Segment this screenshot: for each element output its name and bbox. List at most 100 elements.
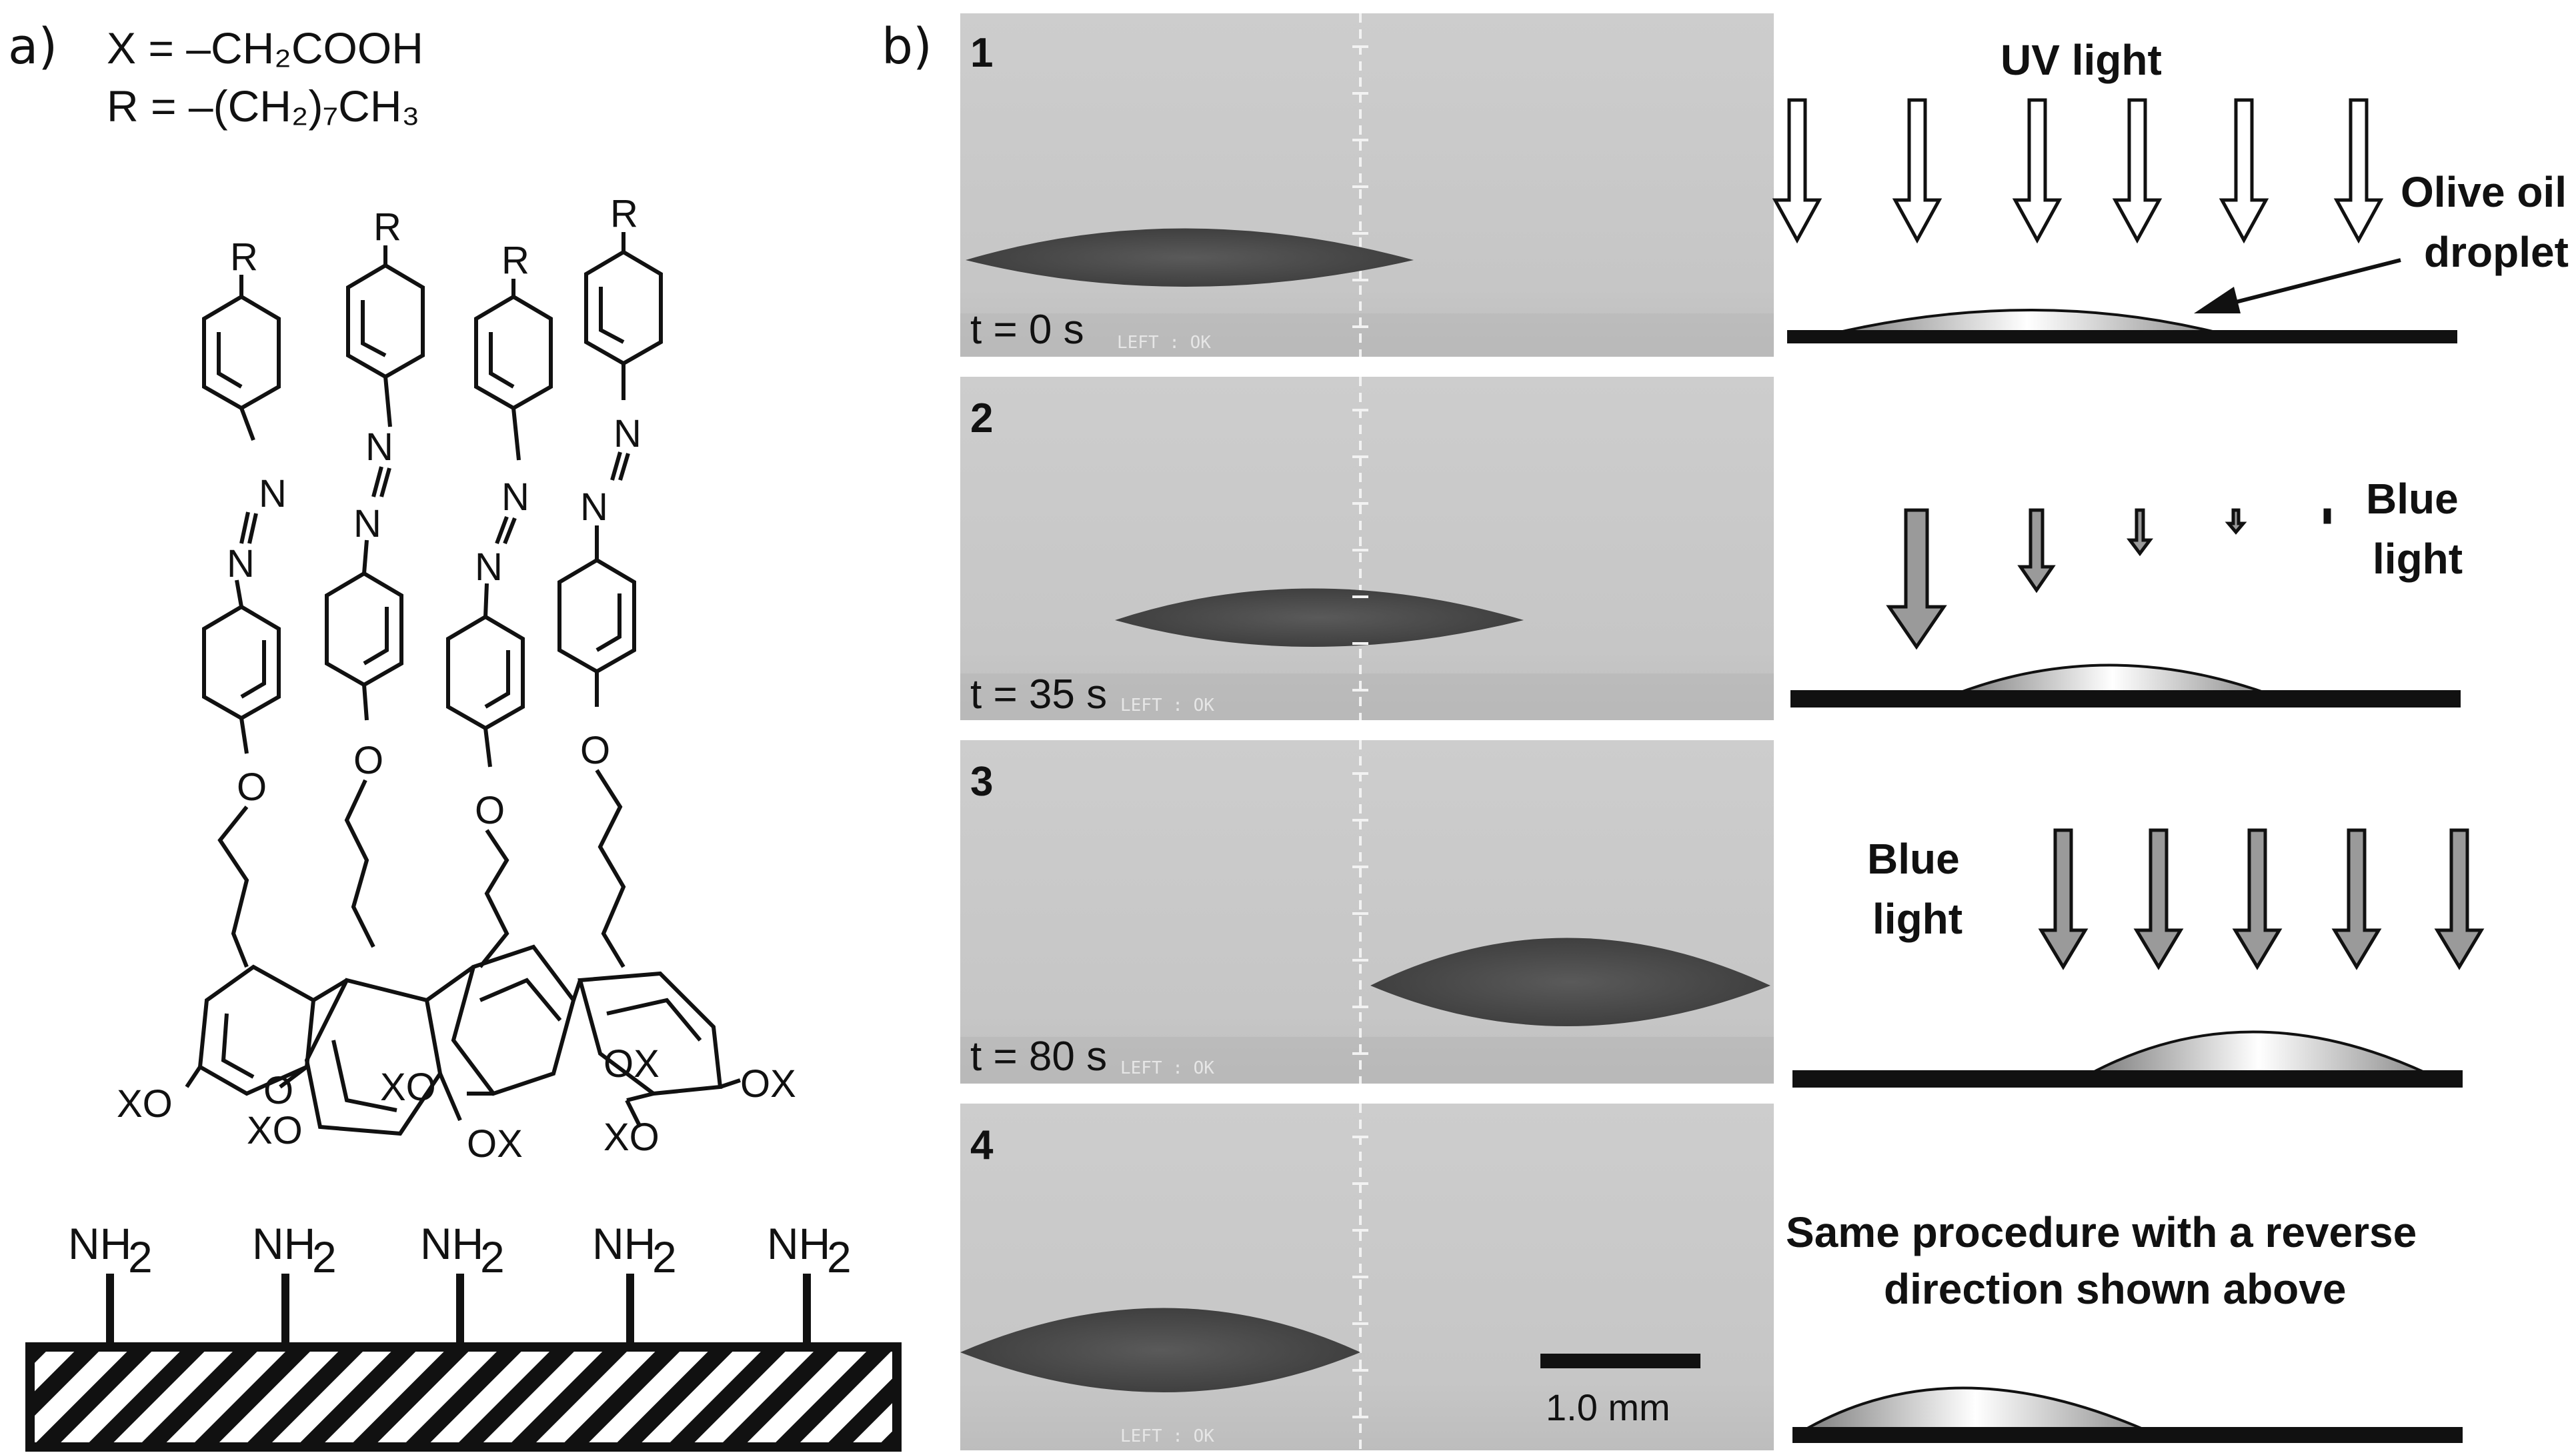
o-atom: O <box>263 1069 293 1112</box>
benzene-ring <box>557 557 636 674</box>
atom-o: O <box>475 789 505 832</box>
frame-number: 3 <box>970 759 993 805</box>
panel-a: a) X = –CH₂COOH R = –(CH₂)₇CH₃ R N N O R <box>8 18 902 1452</box>
r-group: R <box>230 235 258 279</box>
r-group: R <box>373 205 401 249</box>
azobenzene-arm: R N N O R N N O <box>202 192 663 968</box>
benzene-ring <box>202 294 281 411</box>
scale-bar-label: 1.0 mm <box>1546 1386 1670 1428</box>
r-group: R <box>501 239 529 282</box>
blue-light-label: light <box>1872 895 1963 943</box>
oil-droplet <box>1370 938 1770 1026</box>
formula-r: R = –(CH₂)₇CH₃ <box>107 81 419 131</box>
blue-light-label: light <box>2373 535 2463 583</box>
oil-droplet <box>960 1308 1360 1392</box>
reverse-note: Same procedure with a reverse <box>1786 1208 2417 1256</box>
time-label: t = 0 s <box>970 307 1084 353</box>
atom-o: O <box>353 739 383 782</box>
panel-b: b) 1 t = 0 s LEFT : OK 2 t = 35 s LEFT :… <box>882 13 2569 1450</box>
camera-overlay: LEFT : OK <box>1117 333 1211 353</box>
droplet-shape <box>1833 309 2221 335</box>
scale-bar <box>1540 1354 1700 1368</box>
amine-surface: NH 2 NH 2 NH 2 NH 2 NH 2 <box>25 1219 902 1452</box>
camera-overlay: LEFT : OK <box>1120 695 1214 715</box>
atom-n: N <box>353 502 381 545</box>
reverse-note: direction shown above <box>1884 1265 2346 1313</box>
svg-text:NH: NH <box>420 1219 483 1268</box>
photo-frame-3: 3 t = 80 s LEFT : OK <box>960 740 1774 1084</box>
calixarene-core <box>185 944 741 1136</box>
svg-text:2: 2 <box>827 1232 852 1282</box>
xo-group: XO <box>117 1082 173 1126</box>
time-label: t = 35 s <box>970 671 1107 717</box>
panel-b-label: b) <box>882 18 932 75</box>
nh2-group-5: NH 2 <box>767 1219 852 1347</box>
substrate-line <box>1792 1070 2463 1088</box>
oil-droplet <box>1115 588 1524 647</box>
substrate-line <box>1792 1427 2463 1443</box>
benzene-ring <box>325 571 403 687</box>
benzene-ring <box>446 614 525 731</box>
xo-group: XO <box>603 1116 660 1159</box>
atom-n: N <box>501 475 529 519</box>
svg-text:2: 2 <box>652 1232 677 1282</box>
nh2-group-2: NH 2 <box>252 1219 337 1347</box>
uv-arrows <box>1772 98 2384 244</box>
nh2-group-1: NH 2 <box>68 1219 153 1347</box>
substrate-line <box>1790 690 2461 707</box>
blue-light-label: Blue <box>2366 475 2459 523</box>
atom-n: N <box>227 542 255 585</box>
frame-number: 4 <box>970 1122 994 1168</box>
photo-frame-2: 2 t = 35 s LEFT : OK <box>960 377 1774 720</box>
photo-frame-1: 1 t = 0 s LEFT : OK <box>960 13 1774 357</box>
panel-a-label: a) <box>8 18 57 75</box>
droplet-shape <box>1957 663 2268 695</box>
formula-x: X = –CH₂COOH <box>107 23 423 73</box>
camera-overlay: LEFT : OK <box>1120 1058 1214 1078</box>
frame-number: 2 <box>970 395 993 441</box>
r-group: R <box>610 192 638 235</box>
time-label: t = 80 s <box>970 1034 1107 1080</box>
svg-text:NH: NH <box>68 1219 131 1268</box>
xo-group: XO <box>380 1066 436 1109</box>
schematic-reverse: Same procedure with a reverse direction … <box>1786 1208 2463 1443</box>
atom-n: N <box>475 545 503 589</box>
schematic-blue-uniform: Blue light <box>1792 828 2485 1088</box>
ox-group: OX <box>603 1042 660 1086</box>
benzene-ring <box>474 294 553 411</box>
blue-arrows <box>2038 828 2485 970</box>
camera-overlay: LEFT : OK <box>1120 1426 1214 1446</box>
frame-number: 1 <box>970 30 993 76</box>
svg-text:2: 2 <box>128 1232 153 1282</box>
droplet-shape <box>2090 1030 2428 1075</box>
uv-light-label: UV light <box>2001 36 2162 84</box>
svg-text:NH: NH <box>592 1219 656 1268</box>
droplet-label: droplet <box>2424 228 2569 276</box>
atom-n: N <box>613 412 641 455</box>
xo-group: XO <box>247 1109 303 1152</box>
benzene-ring <box>202 604 281 721</box>
benzene-ring <box>346 263 425 379</box>
blue-light-label: Blue <box>1867 835 1960 883</box>
droplet-shape <box>1795 1386 2151 1434</box>
svg-text:NH: NH <box>252 1219 315 1268</box>
nh2-group-3: NH 2 <box>420 1219 505 1347</box>
substrate-line <box>1787 330 2457 343</box>
ox-group: OX <box>740 1062 796 1106</box>
schematic-blue-gradient: Blue light <box>1790 475 2463 707</box>
nh2-group-4: NH 2 <box>592 1219 677 1347</box>
svg-text:2: 2 <box>480 1232 505 1282</box>
droplet-label: Olive oil <box>2401 168 2567 216</box>
gradient-arrows <box>1886 508 2331 650</box>
svg-text:2: 2 <box>312 1232 337 1282</box>
hatched-substrate <box>25 1342 902 1452</box>
atom-o: O <box>580 729 610 772</box>
svg-text:NH: NH <box>767 1219 830 1268</box>
atom-n: N <box>365 425 393 469</box>
atom-n: N <box>259 472 287 515</box>
benzene-ring <box>584 249 663 366</box>
atom-n: N <box>580 485 608 529</box>
oil-droplet <box>966 228 1414 287</box>
ox-group: OX <box>467 1122 523 1166</box>
